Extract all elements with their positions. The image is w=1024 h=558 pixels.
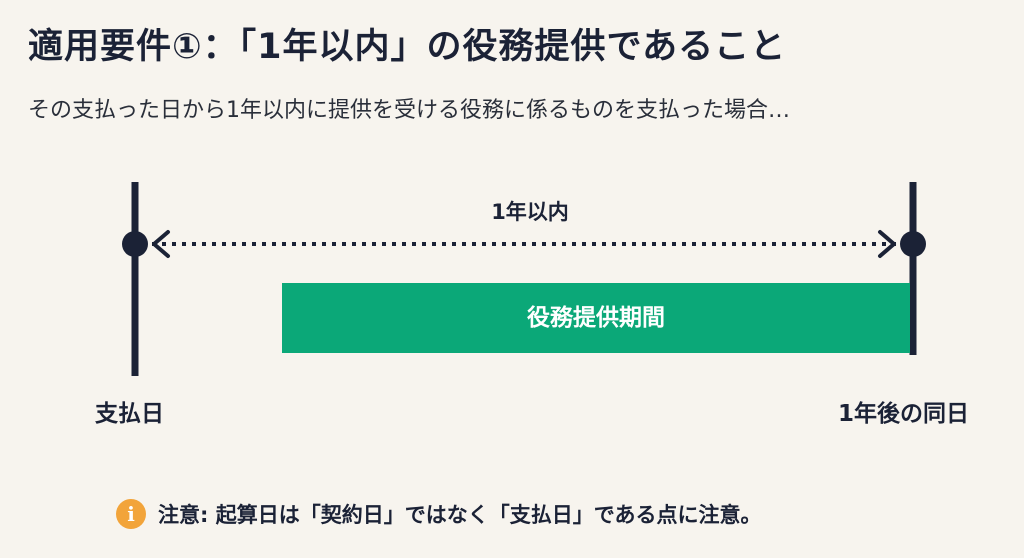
period-label: 1年以内 xyxy=(491,200,569,224)
page-subtitle: その支払った日から1年以内に提供を受ける役務に係るものを支払った場合… xyxy=(28,98,790,123)
end-date-label: 1年後の同日 xyxy=(838,401,970,427)
right-arrowhead xyxy=(878,230,896,258)
note: i 注意: 起算日は「契約日」ではなく「支払日」である点に注意。 xyxy=(116,497,762,531)
start-dot xyxy=(122,231,148,257)
service-period-label: 役務提供期間 xyxy=(527,305,665,331)
service-period-bar xyxy=(282,283,910,353)
page-title: 適用要件①：「1年以内」の役務提供であること xyxy=(28,27,787,67)
start-date-label: 支払日 xyxy=(95,401,164,427)
end-dot xyxy=(900,231,926,257)
left-arrowhead xyxy=(152,230,170,258)
note-text: 注意: 起算日は「契約日」ではなく「支払日」である点に注意。 xyxy=(158,503,762,527)
info-icon: i xyxy=(116,499,146,529)
